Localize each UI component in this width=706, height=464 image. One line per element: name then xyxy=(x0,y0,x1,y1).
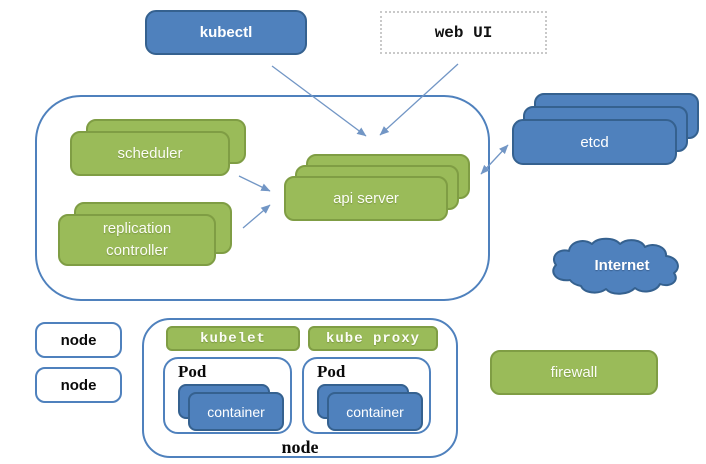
web-ui-node: web UI xyxy=(380,11,547,54)
api-server-label: api server xyxy=(333,190,399,207)
worker-node: node xyxy=(35,322,122,358)
worker-node: node xyxy=(35,367,122,403)
firewall-node: firewall xyxy=(490,350,658,395)
etcd-label: etcd xyxy=(580,133,609,151)
internet-cloud-icon xyxy=(552,237,679,295)
node-cluster-label: node xyxy=(281,437,319,457)
replication-controller-node: replication controller xyxy=(58,214,216,266)
worker-node-label: node xyxy=(60,331,97,349)
container-node: container xyxy=(327,392,423,431)
container-node: container xyxy=(188,392,284,431)
pod-label: Pod xyxy=(317,362,346,381)
scheduler-node: scheduler xyxy=(70,131,230,176)
kubelet-label: kubelet xyxy=(200,330,266,347)
web-ui-label: web UI xyxy=(434,23,493,42)
scheduler-label: scheduler xyxy=(117,145,183,162)
container-label: container xyxy=(346,403,404,420)
api-server-node: api server xyxy=(284,176,448,221)
kubectl-label: kubectl xyxy=(199,24,253,41)
kubelet-node: kubelet xyxy=(166,326,300,351)
pod-2: Pod container xyxy=(302,357,431,434)
kubectl-node: kubectl xyxy=(145,10,307,55)
container-label: container xyxy=(207,403,265,420)
worker-node-label: node xyxy=(60,376,97,394)
kube-proxy-label: kube proxy xyxy=(325,330,420,347)
pod-label: Pod xyxy=(178,362,207,381)
etcd-node: etcd xyxy=(512,119,677,165)
internet-node: Internet xyxy=(548,236,696,294)
replication-controller-label: replication controller xyxy=(102,220,172,259)
firewall-label: firewall xyxy=(550,364,598,381)
internet-label: Internet xyxy=(594,256,650,274)
pod-1: Pod container xyxy=(163,357,292,434)
kube-proxy-node: kube proxy xyxy=(308,326,438,351)
